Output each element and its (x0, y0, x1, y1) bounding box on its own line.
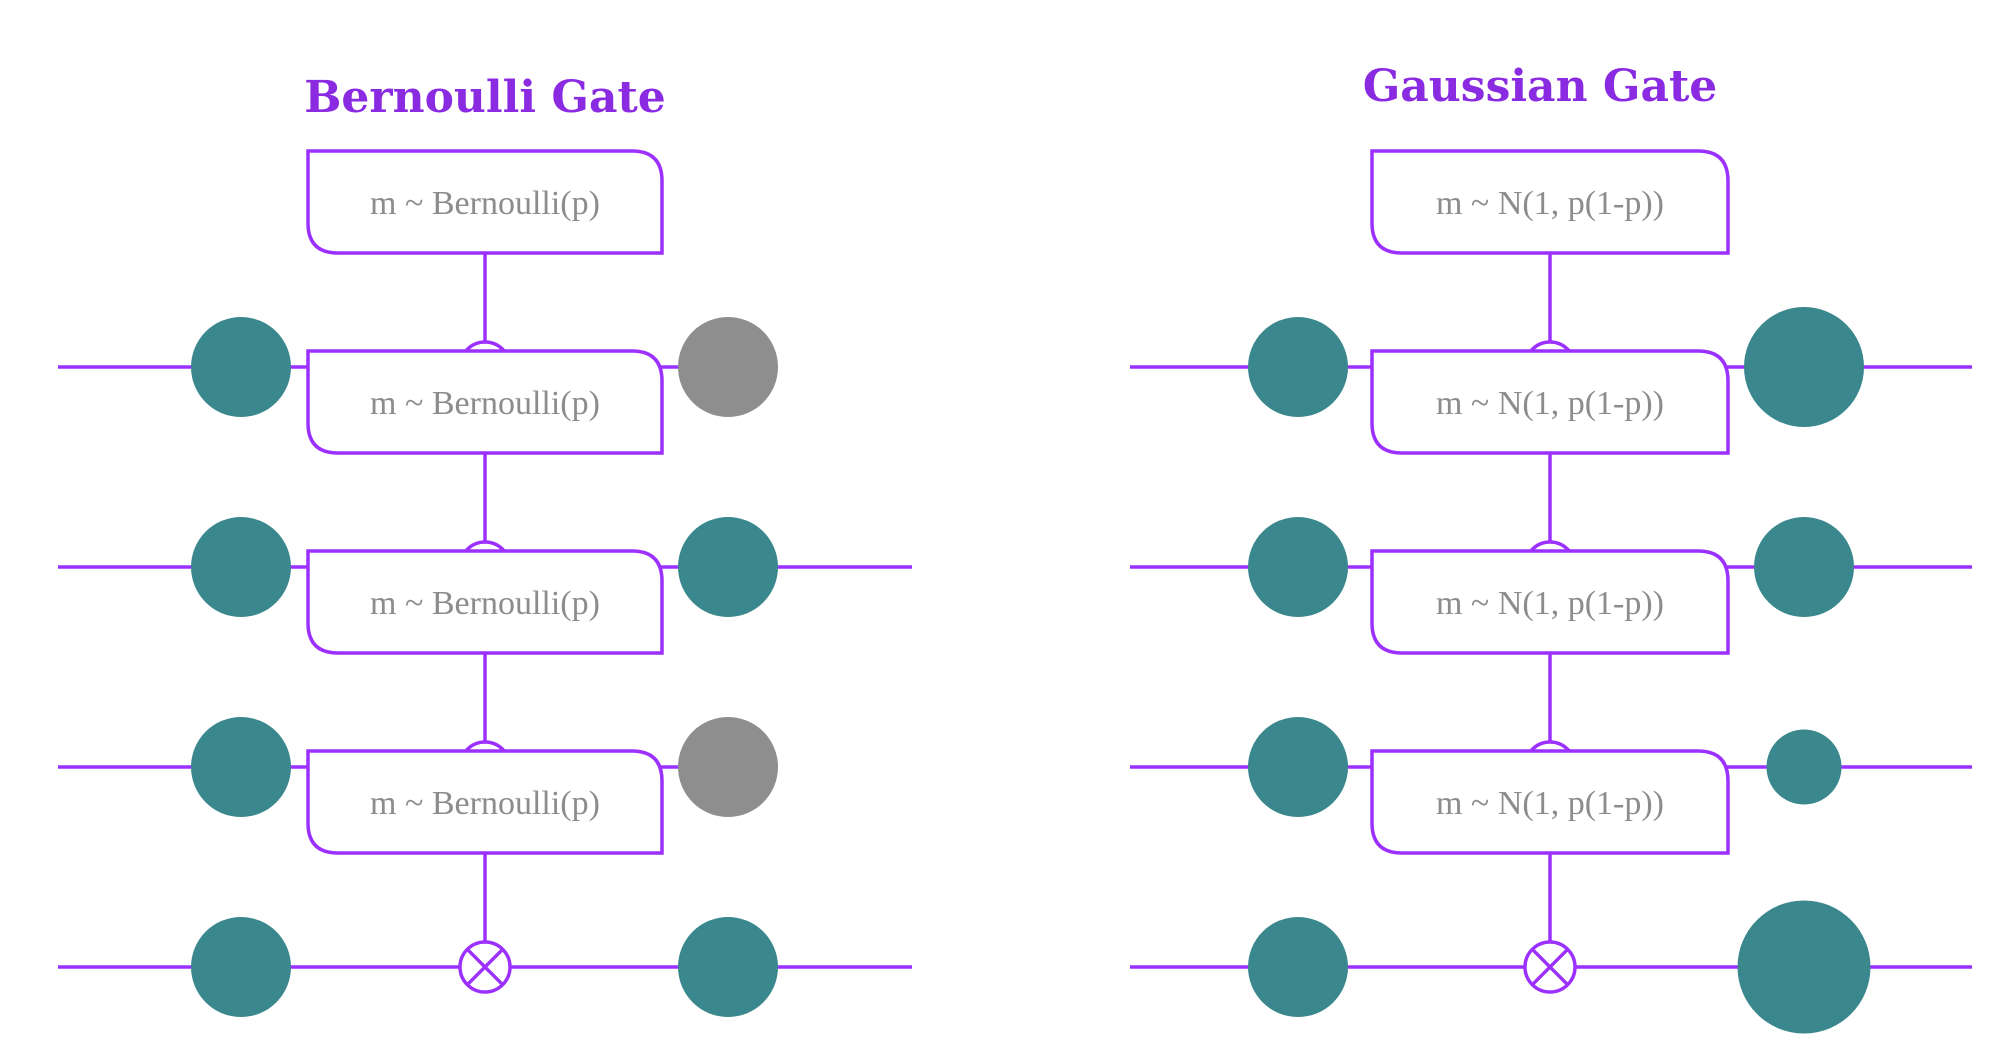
mask-distribution-box (1370, 549, 1730, 655)
mask-distribution-label: m ~ N(1, p(1-p)) (1436, 785, 1664, 822)
gaussian-gate-panel: Gaussian Gate m ~ N(1, p(1-p)) m ~ N(1, p… (1130, 61, 1972, 1034)
circled-times-icon (1523, 940, 1577, 994)
input-unit (1248, 317, 1348, 417)
mask-distribution-box (1370, 149, 1730, 255)
gaussian-row-1: m ~ N(1, p(1-p)) (1130, 149, 1972, 427)
bernoulli-gate-title: Bernoulli Gate (304, 72, 666, 123)
mask-distribution-box (306, 749, 664, 855)
output-unit-scaled (1766, 729, 1842, 805)
bernoulli-row-4: m ~ Bernoulli(p) (58, 749, 912, 1017)
input-unit (191, 317, 291, 417)
mask-distribution-label: m ~ N(1, p(1-p)) (1436, 585, 1664, 622)
output-unit-scaled (1737, 900, 1871, 1034)
input-unit (1248, 917, 1348, 1017)
mask-distribution-label: m ~ N(1, p(1-p)) (1436, 385, 1664, 422)
mask-distribution-box (306, 549, 664, 655)
gaussian-gate-title: Gaussian Gate (1363, 61, 1718, 112)
bernoulli-row-3: m ~ Bernoulli(p) (58, 549, 778, 817)
output-unit-kept (678, 517, 778, 617)
mask-distribution-label: m ~ N(1, p(1-p)) (1436, 185, 1664, 222)
mask-distribution-label: m ~ Bernoulli(p) (370, 785, 600, 822)
mask-distribution-box (306, 349, 664, 455)
mask-distribution-box (1370, 749, 1730, 855)
input-unit (191, 917, 291, 1017)
input-unit (1248, 717, 1348, 817)
mask-distribution-label: m ~ Bernoulli(p) (370, 385, 600, 422)
input-unit (191, 717, 291, 817)
mask-distribution-label: m ~ Bernoulli(p) (370, 585, 600, 622)
output-unit-scaled (1754, 517, 1854, 617)
input-unit (191, 517, 291, 617)
gaussian-row-3: m ~ N(1, p(1-p)) (1130, 549, 1972, 817)
bernoulli-gate-panel: Bernoulli Gate m ~ Bernoulli(p) m ~ Berno… (58, 72, 912, 1017)
mask-distribution-box (306, 149, 664, 255)
output-unit-dropped (678, 717, 778, 817)
mask-distribution-box (1370, 349, 1730, 455)
circled-times-icon (458, 940, 512, 994)
input-unit (1248, 517, 1348, 617)
output-unit-dropped (678, 317, 778, 417)
gaussian-row-4: m ~ N(1, p(1-p)) (1130, 749, 1972, 1034)
output-unit-kept (678, 917, 778, 1017)
mask-distribution-label: m ~ Bernoulli(p) (370, 185, 600, 222)
output-unit-scaled (1744, 307, 1864, 427)
